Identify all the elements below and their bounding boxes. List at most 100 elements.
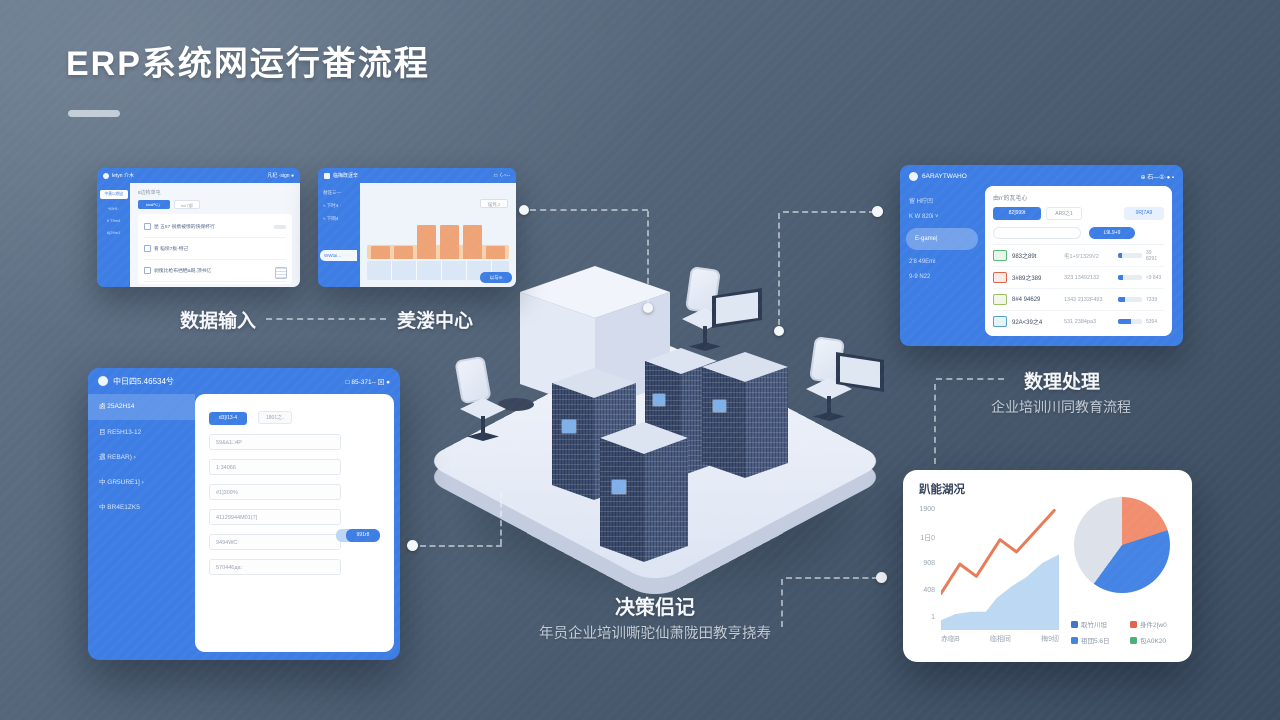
mockup-data-table: 6ARAYTWAHO ⊕ 石—①·● ▪ 留 H咛凹 K W 820i ˅ E-g…	[900, 165, 1183, 346]
label-hub: 羑溇中心	[396, 311, 473, 332]
sidebar-item[interactable]: 留 H咛凹	[909, 199, 934, 205]
sidebar-item[interactable]: 遇 REBAR) ›	[99, 454, 136, 461]
connector-dot	[519, 205, 529, 215]
sidebar-item-active[interactable]: 卤 25A2H14	[88, 394, 195, 420]
sidebar-item[interactable]: K W 820i ˅	[909, 214, 939, 220]
connector-dot	[872, 206, 883, 217]
filter-button[interactable]: 埕凭.z	[480, 199, 508, 208]
legend-label: 取竹川坦	[1081, 622, 1107, 629]
topbar-user-controls[interactable]: □〈·~·-	[494, 173, 510, 179]
section-heading: 由n'的瓦毛心	[993, 196, 1028, 202]
connector-form-center	[420, 545, 502, 547]
legend-item: 身件2[w0	[1130, 616, 1183, 632]
label-decision: 决策侣记	[615, 597, 695, 619]
label-process-subtitle: 企业培训川同教育流程	[991, 399, 1131, 415]
timeline-strip	[367, 261, 509, 280]
form-input[interactable]: 9494WC:	[209, 534, 341, 550]
sidebar-item[interactable]: ≈ 下时4 ·	[323, 203, 341, 208]
legend-swatch	[1071, 636, 1078, 644]
connector-table-center	[783, 211, 875, 213]
sidebar-item-active[interactable]: WWtai…	[320, 250, 357, 261]
tab-active[interactable]: 82]999t	[993, 207, 1041, 220]
row-progress-bar	[1118, 275, 1142, 280]
row-name: 92A<39之4	[1012, 320, 1043, 326]
row-name: 8#4 94629	[1012, 296, 1041, 303]
tab-active[interactable]: d3]/13-4	[209, 412, 247, 425]
topbar-user-controls[interactable]: 凡杞 ·sign ●	[267, 173, 294, 179]
sidebar-item[interactable]: 9-9 N22	[909, 274, 931, 280]
app-title: 临梅既迓辛	[333, 173, 359, 179]
topbar-user-controls[interactable]: ⊕ 石—①·● ▪	[1140, 174, 1175, 181]
row-type-icon	[993, 250, 1007, 261]
search-button[interactable]: L9L9+9	[1089, 227, 1135, 239]
form-input[interactable]: 570446да:	[209, 559, 341, 575]
sidebar-item[interactable]: 替饪三—	[323, 190, 341, 195]
bar	[463, 225, 482, 259]
confirm-button[interactable]: 以与m	[480, 272, 512, 283]
sidebar-item[interactable]: 目 RE5H13-12	[99, 429, 142, 436]
legend-item: 取竹川坦	[1071, 616, 1124, 632]
checkbox-icon[interactable]	[144, 223, 151, 230]
legend-item: 包A0K20	[1130, 632, 1183, 648]
sidebar-item[interactable]: 9 T9m4	[106, 218, 121, 223]
desk	[498, 398, 534, 411]
connector-hub-center	[647, 211, 649, 303]
list-item[interactable]: 昆 五57 很携被惊的快保杯行	[144, 216, 286, 238]
sidebar-item[interactable]: 中 GR5URE1] ›	[99, 479, 144, 486]
sidebar: 卤 25A2H14 目 RE5H13-12 遇 REBAR) › 中 GR5URE1…	[88, 394, 195, 660]
sidebar-item-active[interactable]: E-game|	[906, 228, 978, 250]
sidebar-item[interactable]: ≈ 下网4	[323, 216, 339, 221]
sidebar-item-active[interactable]: 中黄以期这	[100, 190, 128, 199]
tab-inactive[interactable]: AR9之1	[1046, 207, 1082, 220]
row-action-button[interactable]	[274, 224, 286, 229]
connector-form-center	[500, 492, 502, 545]
app-title: 6ARAYTWAHO	[922, 172, 967, 180]
row-value: 5394	[1146, 318, 1158, 325]
x-tick: 梅9纫	[1041, 636, 1059, 643]
report-title: 趴能湖况	[919, 484, 965, 496]
label-decision-subtitle: 年员企业培训嘶驼仙萧陇田教亨挠寿	[539, 626, 771, 642]
sidebar-item[interactable]: 6(29m1	[106, 230, 121, 235]
tab-active[interactable]: knaPC」	[138, 200, 170, 209]
tab-inactive[interactable]: 1801之..	[258, 411, 293, 424]
calculator-icon[interactable]	[275, 267, 287, 279]
tab-inactive[interactable]: nd 7部	[174, 200, 200, 209]
list-item[interactable]: 剥傀比枪布挡牺&既.顶书亿	[144, 260, 286, 282]
checkbox-icon[interactable]	[144, 267, 151, 274]
search-input[interactable]	[993, 227, 1081, 239]
form-input[interactable]: 1:34066	[209, 459, 341, 475]
page-title: ERP系统网运行畨流程	[66, 45, 430, 83]
checkbox-icon[interactable]	[144, 245, 151, 252]
legend-swatch	[1071, 620, 1078, 628]
legend-label: 身件2[w0	[1140, 622, 1167, 629]
form-input[interactable]: 41129944M01(7]	[209, 509, 341, 525]
x-tick: 赤临B	[941, 636, 960, 643]
connector-input-hub	[266, 318, 386, 320]
export-button[interactable]: 9R]7A9	[1124, 207, 1164, 220]
row-name: 3#89之389	[1012, 276, 1042, 282]
connector-dot	[774, 326, 784, 336]
task-list: 昆 五57 很携被惊的快保杯行看 稻坝7板-特己剥傀比枪布挡牺&既.顶书亿	[138, 214, 292, 284]
bar	[440, 225, 459, 259]
area-series	[941, 554, 1059, 630]
sidebar-item[interactable]: 中 BR4E1ZK5	[99, 504, 140, 511]
form-input[interactable]: 59&ā1□4P	[209, 434, 341, 450]
bar	[394, 246, 413, 259]
sidebar-item[interactable]: *8IH1·	[107, 206, 120, 211]
bar	[371, 246, 390, 259]
list-item[interactable]: 看 稻坝7板-特己	[144, 238, 286, 260]
connector-report-decision	[786, 577, 878, 579]
office-chair	[454, 355, 528, 468]
sidebar-item[interactable]: 2'8 49Emi	[909, 259, 936, 265]
row-progress-bar	[1118, 319, 1142, 324]
submit-button[interactable]: 991г8	[346, 529, 380, 542]
server-tower	[702, 352, 788, 478]
form-input[interactable]: #1]309%	[209, 484, 341, 500]
topbar-user-controls[interactable]: □ 85-371-- 龱 ●	[345, 379, 390, 386]
